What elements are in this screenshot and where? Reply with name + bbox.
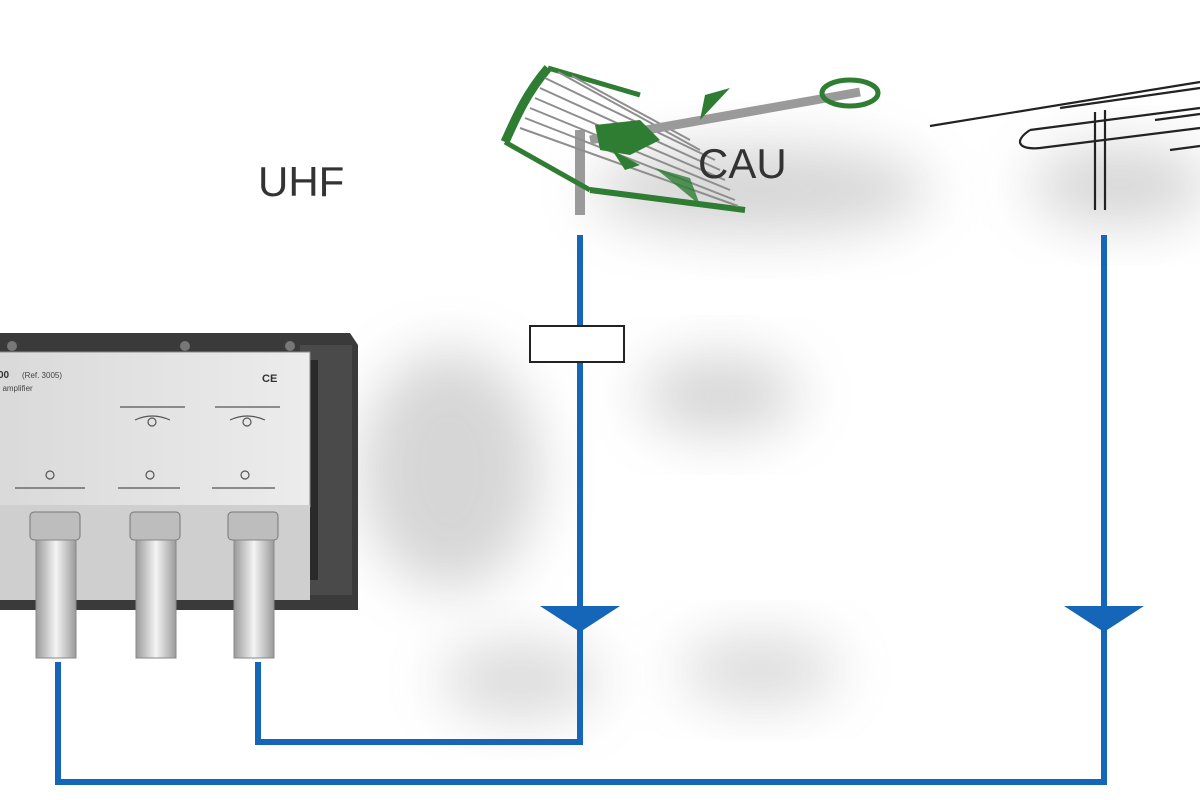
uhf-label: UHF [258, 158, 344, 205]
ce-mark: CE [262, 373, 277, 385]
connector-port-right [227, 511, 279, 659]
mast-amplifier-icon: 00 (Ref. 3005) I amplifier CE [0, 333, 358, 659]
amplifier-ref-label: (Ref. 3005) [22, 371, 62, 380]
inline-filter-box [529, 325, 625, 363]
connector-port-left [29, 511, 81, 659]
amplifier-subtitle: I amplifier [0, 384, 33, 393]
yagi-antenna-icon [929, 80, 1200, 210]
coax-cable-vhf [55, 235, 1107, 785]
down-arrow-icon [540, 606, 620, 632]
down-arrow-icon [1064, 606, 1144, 632]
cau-label: CAU [698, 140, 787, 187]
shadow-decoration [360, 145, 1200, 720]
amplifier-model-label: 00 [0, 370, 10, 381]
connector-port-mid [129, 511, 181, 659]
uhf-grid-antenna-icon [500, 65, 881, 215]
coax-cable-uhf [255, 235, 583, 745]
